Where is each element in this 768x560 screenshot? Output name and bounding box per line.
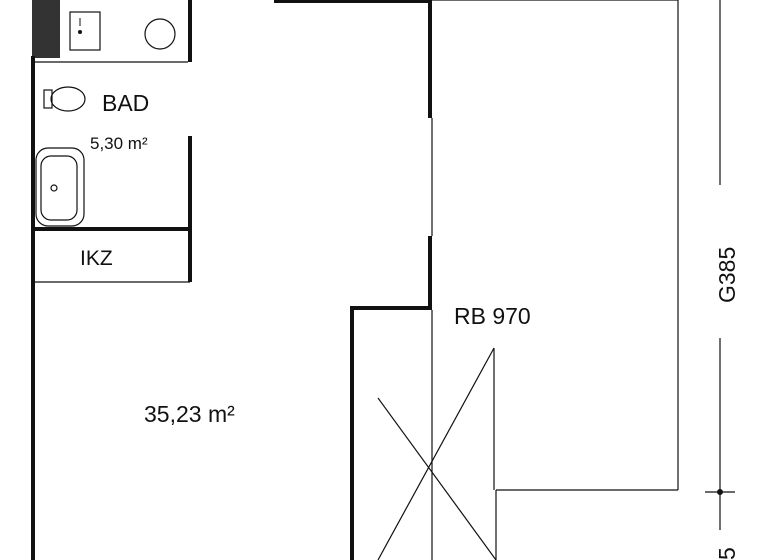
toilet-icon [43,86,86,112]
dimension-label-bottom: 5 [714,547,740,560]
bath-wall-top [188,0,192,62]
dimension-label: G385 [714,247,740,303]
bath-area-label: 5,30 m² [90,134,148,153]
cross-mark [377,347,497,560]
right-wall-upper [428,0,432,118]
left-outer-wall [31,56,35,560]
dimension-line [705,0,735,530]
inner-wall-vertical [350,306,354,560]
rb-label: RB 970 [454,303,531,329]
bath-wall-lower [188,136,192,282]
shower-drain-icon [144,18,176,50]
right-wall-lower [428,236,432,310]
sink-icon [69,11,101,51]
bath-name-label: BAD [102,90,149,116]
bathtub-icon [35,147,85,227]
inner-wall-horizontal [350,306,432,310]
top-wall [274,0,432,3]
walls [31,0,432,560]
ikz-label: IKZ [80,247,113,270]
thin-lines [35,0,679,560]
ikz-top-wall [31,227,192,231]
main-room-area-label: 35,23 m² [144,401,235,427]
dark-corner-element [32,0,60,58]
